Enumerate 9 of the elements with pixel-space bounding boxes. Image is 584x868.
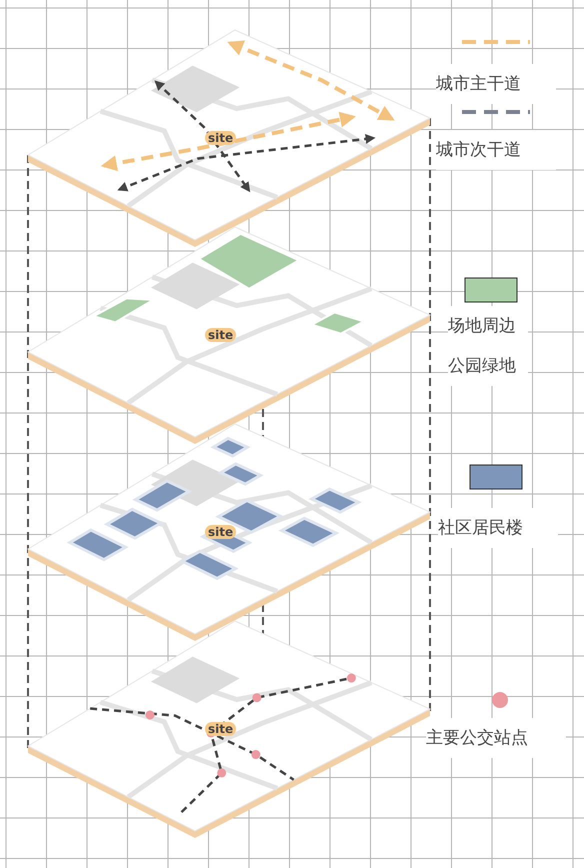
legend-text: 场地周边公园绿地	[448, 306, 528, 386]
site-label: site	[205, 525, 236, 539]
legend-text: 城市次干道	[436, 130, 556, 170]
legend-text: 主要公交站点	[426, 718, 566, 758]
site-label: site	[205, 722, 236, 736]
site-label: site	[205, 328, 236, 342]
legend-text: 社区居民楼	[438, 508, 558, 548]
legend-text: 城市主干道	[436, 64, 556, 104]
site-label: site	[205, 131, 236, 145]
